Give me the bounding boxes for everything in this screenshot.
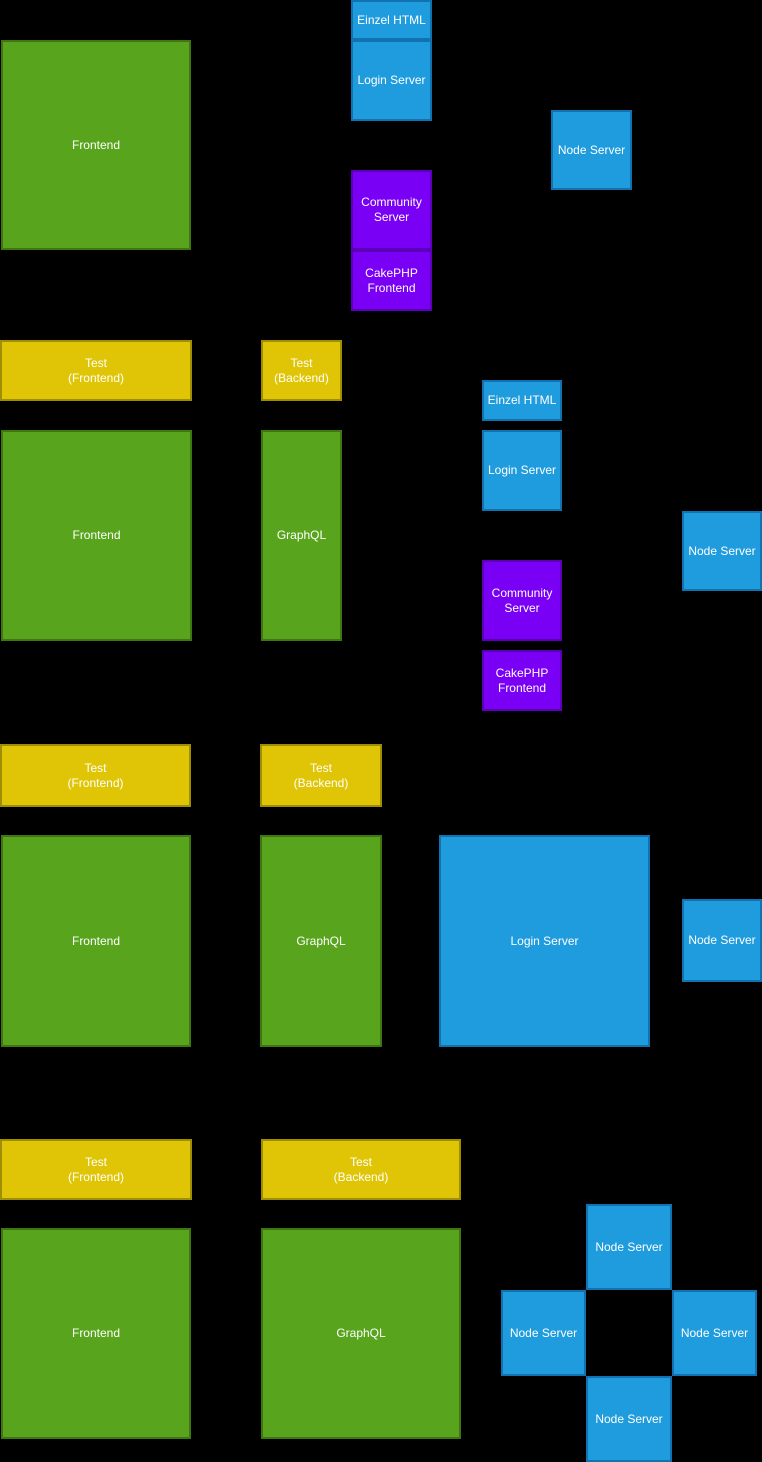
node-login-server-s1[interactable]: Login Server <box>351 40 432 121</box>
node-login-server-s3[interactable]: Login Server <box>439 835 650 1047</box>
node-frontend-s2[interactable]: Frontend <box>1 430 192 641</box>
node-label: Community Server <box>361 195 422 224</box>
node-graphql-s4[interactable]: GraphQL <box>261 1228 461 1439</box>
node-node-server-s4-left[interactable]: Node Server <box>501 1290 586 1376</box>
node-test-backend-s4[interactable]: Test (Backend) <box>261 1139 461 1200</box>
node-test-backend-s2[interactable]: Test (Backend) <box>261 340 342 401</box>
node-label: CakePHP Frontend <box>365 265 418 295</box>
node-node-server-s1[interactable]: Node Server <box>551 110 632 190</box>
node-node-server-s4-right[interactable]: Node Server <box>672 1290 757 1376</box>
node-label: Node Server <box>509 1325 578 1340</box>
node-label: Node Server <box>557 142 626 157</box>
node-cakephp-frontend-s2[interactable]: CakePHP Frontend <box>482 650 562 711</box>
node-einzel-html-s2[interactable]: Einzel HTML <box>482 380 562 421</box>
node-label: Frontend <box>72 528 121 542</box>
node-label: Frontend <box>71 1326 121 1340</box>
node-test-backend-s3[interactable]: Test (Backend) <box>260 744 382 807</box>
node-label: Node Server <box>680 1325 749 1340</box>
node-label: Login Server <box>510 933 579 948</box>
node-label: Test (Frontend) <box>67 760 124 790</box>
node-node-server-s4-top[interactable]: Node Server <box>586 1204 672 1290</box>
node-node-server-s2[interactable]: Node Server <box>682 511 762 591</box>
node-label: Login Server <box>487 463 557 477</box>
node-label: Login Server <box>357 73 426 87</box>
node-node-server-s4-bottom[interactable]: Node Server <box>586 1376 672 1462</box>
node-label: Node Server <box>595 1239 663 1254</box>
node-label: Test (Backend) <box>274 355 329 385</box>
node-cakephp-frontend-s1[interactable]: CakePHP Frontend <box>351 250 432 311</box>
node-label: Einzel HTML <box>357 12 426 27</box>
node-label: Frontend <box>71 137 121 152</box>
node-label: Test (Backend) <box>293 760 349 790</box>
node-label: Frontend <box>71 933 121 948</box>
node-label: Test (Frontend) <box>67 355 125 385</box>
node-label: Node Server <box>688 543 756 558</box>
node-label: GraphQL <box>276 528 327 542</box>
node-frontend-s3[interactable]: Frontend <box>1 835 191 1047</box>
node-label: Test (Backend) <box>333 1154 389 1184</box>
node-label: Node Server <box>595 1411 663 1426</box>
node-label: Einzel HTML <box>487 393 557 407</box>
node-label: GraphQL <box>296 933 346 948</box>
node-label: GraphQL <box>336 1326 386 1340</box>
node-graphql-s2[interactable]: GraphQL <box>261 430 342 641</box>
node-node-server-s3[interactable]: Node Server <box>682 899 762 982</box>
node-login-server-s2[interactable]: Login Server <box>482 430 562 511</box>
node-test-frontend-s4[interactable]: Test (Frontend) <box>0 1139 192 1200</box>
node-test-frontend-s2[interactable]: Test (Frontend) <box>0 340 192 401</box>
node-einzel-html-s1[interactable]: Einzel HTML <box>351 0 432 40</box>
node-frontend-s1[interactable]: Frontend <box>1 40 191 250</box>
node-label: Community Server <box>491 585 553 615</box>
node-community-server-s2[interactable]: Community Server <box>482 560 562 641</box>
node-label: CakePHP Frontend <box>495 665 549 695</box>
node-community-server-s1[interactable]: Community Server <box>351 170 432 250</box>
node-label: Node Server <box>688 933 756 947</box>
node-graphql-s3[interactable]: GraphQL <box>260 835 382 1047</box>
node-frontend-s4[interactable]: Frontend <box>1 1228 191 1439</box>
node-test-frontend-s3[interactable]: Test (Frontend) <box>0 744 191 807</box>
node-label: Test (Frontend) <box>67 1154 125 1184</box>
